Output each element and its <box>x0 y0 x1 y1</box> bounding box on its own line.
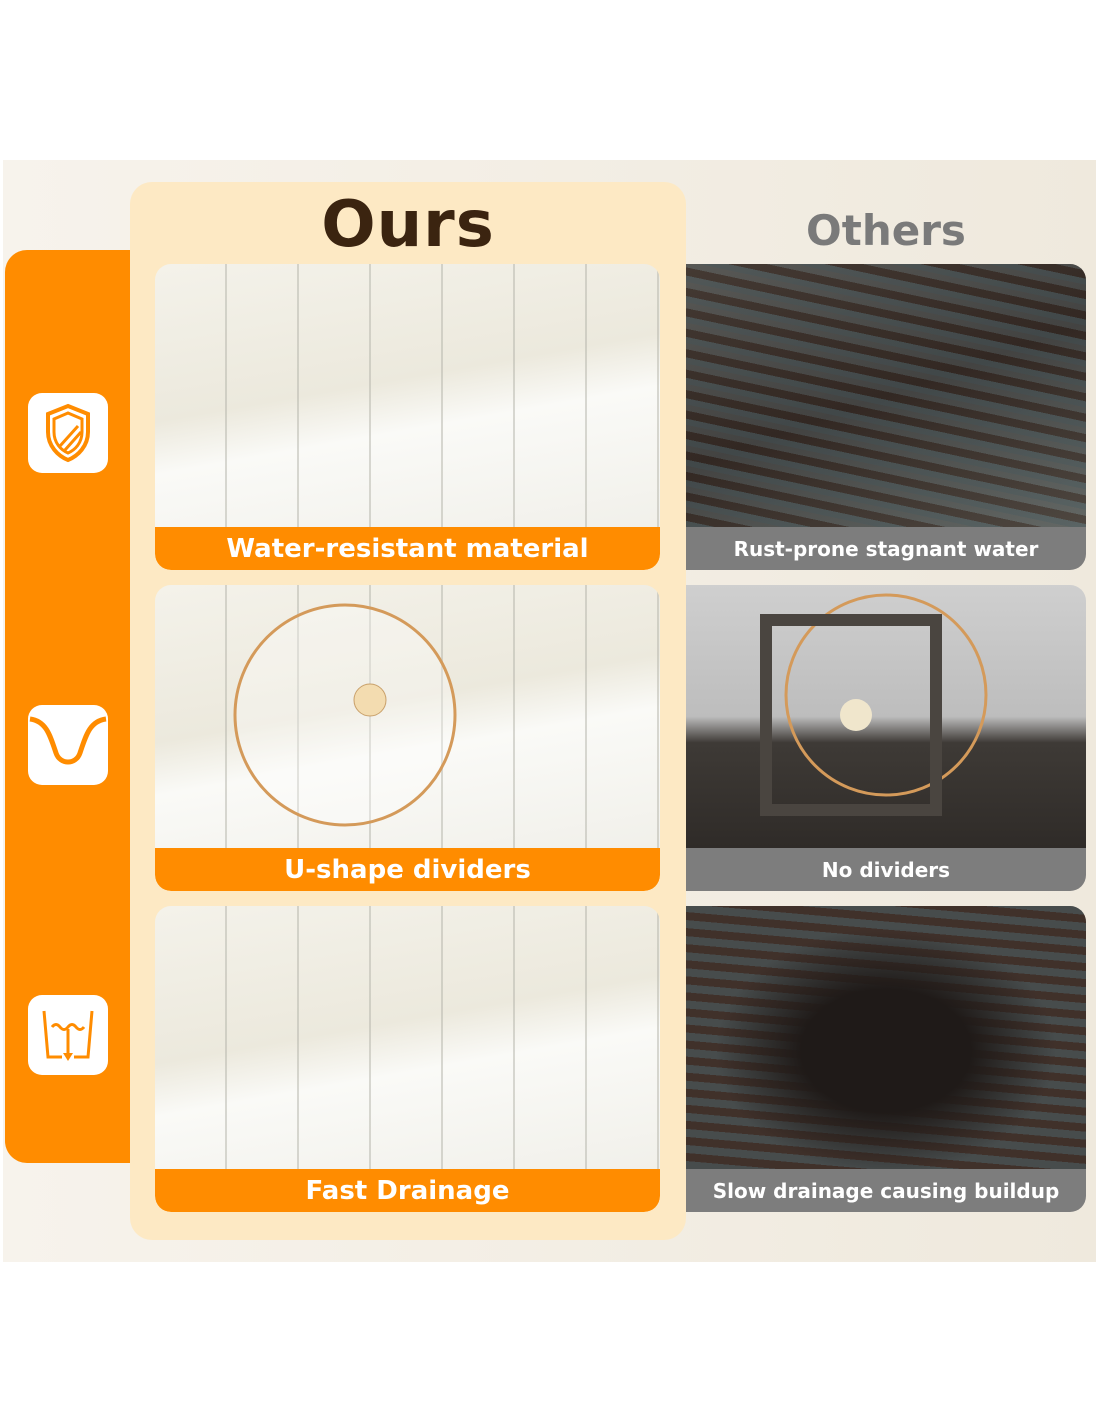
others-feature-label: Slow drainage causing buildup <box>686 1169 1086 1212</box>
ours-feature-label: Fast Drainage <box>155 1169 660 1212</box>
ours-feature-label: U-shape dividers <box>155 848 660 891</box>
others-card-no-dividers: No dividers <box>686 585 1086 891</box>
feature-icon-dividers <box>28 705 108 785</box>
ours-card-drainage: Fast Drainage <box>155 906 660 1212</box>
ours-feature-label: Water-resistant material <box>155 527 660 570</box>
others-product-image <box>686 264 1086 527</box>
u-shape-icon <box>29 716 107 765</box>
drainage-basin-icon <box>42 1010 94 1061</box>
others-card-rust: Rust-prone stagnant water <box>686 264 1086 570</box>
others-feature-label: No dividers <box>686 848 1086 891</box>
others-feature-label: Rust-prone stagnant water <box>686 527 1086 570</box>
ours-product-image <box>155 906 660 1169</box>
shield-icon <box>46 403 90 463</box>
feature-icon-drainage <box>28 995 108 1075</box>
lid-illustration <box>233 603 457 827</box>
others-card-slow-drainage: Slow drainage causing buildup <box>686 906 1086 1212</box>
others-heading: Others <box>806 206 966 255</box>
others-product-image <box>686 585 1086 848</box>
ours-card-dividers: U-shape dividers <box>155 585 660 891</box>
feature-icon-water-resistant <box>28 393 108 473</box>
ours-heading: Ours <box>321 188 495 262</box>
lid-illustration <box>760 593 988 816</box>
ours-card-water-resistant: Water-resistant material <box>155 264 660 570</box>
ours-product-image <box>155 264 660 527</box>
others-product-image <box>686 906 1086 1169</box>
ours-product-image <box>155 585 660 848</box>
